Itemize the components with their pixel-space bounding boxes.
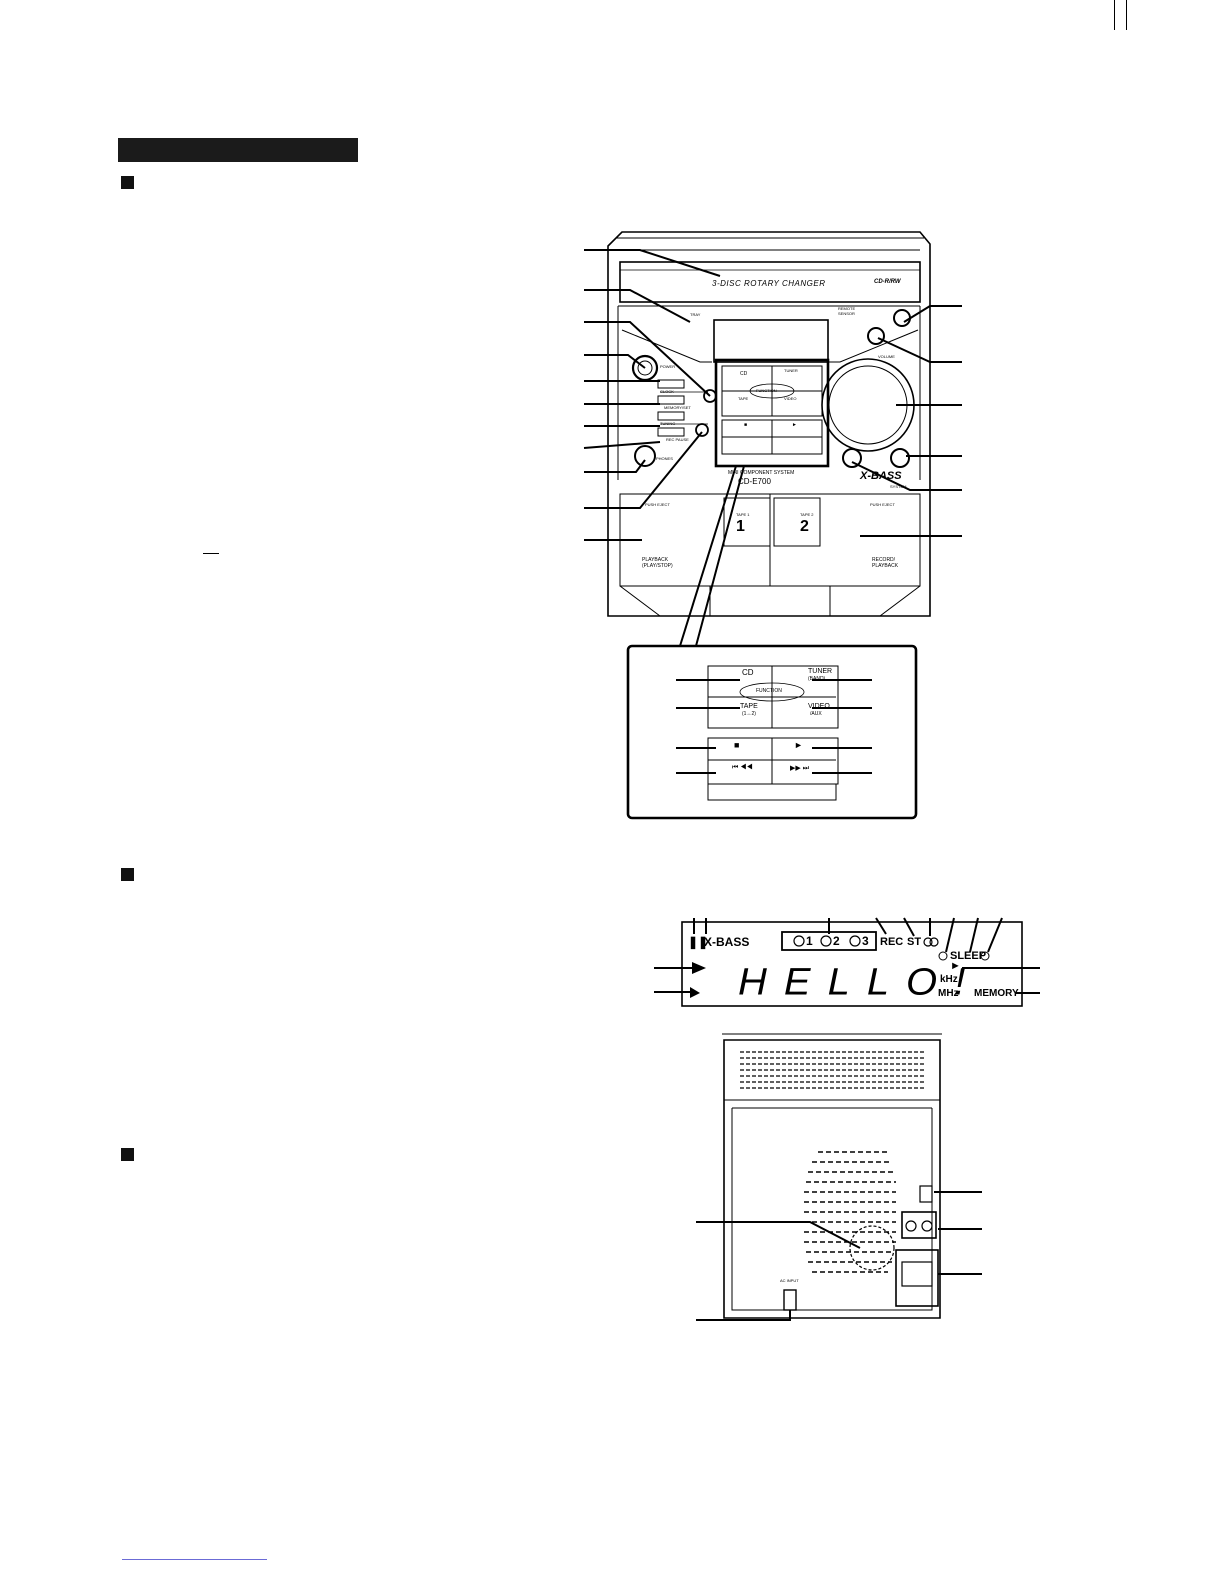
deck1-label: TAPE 1: [736, 512, 750, 517]
deck2-push: PUSH EJECT: [870, 502, 895, 507]
display-rec: REC: [880, 936, 904, 948]
changer-label: 3-DISC ROTARY CHANGER: [712, 279, 826, 288]
tray-label: TRAY: [690, 312, 701, 317]
remote-sensor-label: REMOTE SENSOR: [838, 306, 856, 316]
mini-tape: TAPE: [738, 396, 749, 401]
trim-mark: [1126, 0, 1127, 30]
footer-link-line: [122, 1559, 267, 1560]
deck1-number: 1: [736, 518, 745, 535]
zoom-stop-button[interactable]: ■: [734, 740, 740, 750]
clock-label: CLOCK: [660, 389, 674, 394]
zoom-tape: TAPE: [740, 703, 758, 710]
zoom-function: FUNCTION: [756, 688, 782, 694]
zoom-tuner-sub: (BAND): [808, 676, 826, 682]
memory-set-label: MEMORY/SET: [664, 405, 691, 410]
unit-outline: [607, 231, 931, 617]
display-sleep: SLEEP: [950, 950, 987, 962]
disc-tray: [619, 261, 921, 303]
mini-tuner: TUNER: [784, 368, 798, 373]
display-disc2: 2: [833, 934, 840, 948]
ac-label: AC INPUT: [780, 1278, 799, 1283]
deck2-label: TAPE 2: [800, 512, 814, 517]
deck1-push: PUSH EJECT: [645, 502, 670, 507]
mini-function: FUNCTION: [756, 388, 777, 393]
function-zoom-panel: [626, 644, 918, 820]
mini-stop: ■: [744, 422, 748, 428]
zoom-play-button[interactable]: ►: [794, 740, 803, 750]
phones-label: PHONES: [656, 456, 673, 461]
zoom-cd: CD: [742, 668, 754, 677]
display-disc3: 3: [862, 934, 869, 948]
bullet-display: [121, 868, 134, 881]
trim-mark: [1114, 0, 1115, 30]
zoom-next-button[interactable]: ▶▶ ⏭: [790, 765, 810, 772]
bullet-front-panel: [121, 176, 134, 189]
rec-pause-label: REC PAUSE: [666, 437, 689, 442]
bullet-rear-panel: [121, 1148, 134, 1161]
rear-unit-outline: [723, 1039, 941, 1319]
deck2-number: 2: [800, 518, 809, 535]
zoom-tape-sub: (1↔2): [742, 711, 756, 717]
function-block: [714, 358, 830, 468]
xbass-sub: SYSTEM: [890, 484, 907, 489]
cd-rw-logo: CD-R/RW: [874, 279, 901, 285]
deck1-mode: PLAYBACK (PLAY/STOP): [642, 557, 673, 569]
zoom-video: VIDEO: [808, 703, 830, 710]
display-khz: kHz: [940, 974, 958, 985]
model-name: MINI COMPONENT SYSTEM: [728, 470, 795, 476]
zoom-prev-button[interactable]: ⏮ ◀◀: [732, 764, 753, 771]
lcd-display: [681, 921, 1023, 1007]
section-heading-bar: [118, 138, 358, 162]
mini-cd: CD: [740, 371, 748, 377]
pause-icon: ❚❚: [688, 935, 709, 949]
volume-label: VOLUME: [878, 354, 895, 359]
display-mhz: MHz: [938, 988, 959, 999]
display-disc1: 1: [806, 934, 813, 948]
mini-video: VIDEO: [784, 396, 797, 401]
xbass-logo: X-BASS: [860, 470, 902, 482]
zoom-video-sub: /AUX: [810, 711, 822, 717]
display-memory: MEMORY: [974, 988, 1019, 999]
display-text: HELLO!: [738, 961, 983, 1003]
power-label: POWER: [660, 364, 676, 369]
zoom-tuner: TUNER: [808, 668, 833, 675]
small-mark: [203, 553, 219, 554]
display-window: [713, 319, 829, 363]
tuning-label: TUNING: [660, 421, 676, 426]
mini-play: ►: [792, 422, 797, 428]
display-play-arrow: ►: [950, 960, 961, 972]
deck2-mode: RECORD/ PLAYBACK: [872, 557, 899, 569]
display-st: ST: [907, 936, 922, 948]
model-number: CD-E700: [738, 477, 771, 486]
display-xbass: X-BASS: [704, 935, 750, 949]
